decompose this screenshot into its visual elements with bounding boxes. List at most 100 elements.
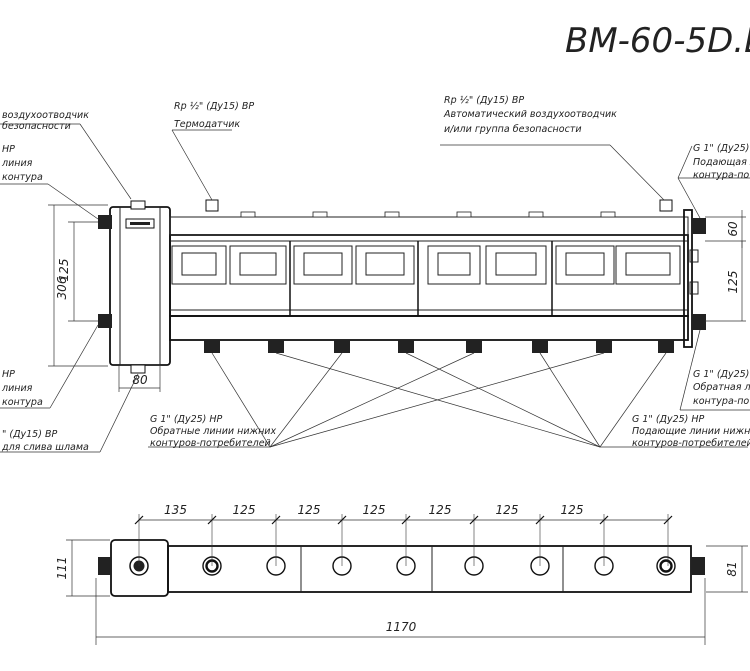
- dim-60: 60: [726, 221, 740, 237]
- dim-125-left: 125: [57, 259, 71, 282]
- top-bump: [240, 211, 256, 218]
- separator-body: [109, 206, 171, 366]
- nozzle-leader: [599, 352, 667, 448]
- dim-tick: [337, 515, 347, 525]
- dim-tick: [469, 515, 479, 525]
- label-right-lower-1: G 1" (Ду25): [693, 369, 749, 380]
- dim-tick: [599, 515, 609, 525]
- beam-window: [171, 245, 227, 285]
- label-airvent-safety-1: воздухоотводчик: [2, 110, 89, 121]
- plan-port-fitting: [659, 559, 673, 573]
- annotations: воздухоотводчик безопасности НР линия ко…: [0, 95, 750, 453]
- separator-logo: [130, 222, 150, 225]
- right-lower-port: [692, 314, 706, 330]
- label-thermo-2: Термодатчик: [174, 119, 240, 130]
- outlet-nozzle: [334, 340, 350, 353]
- dim-111: 111: [55, 557, 69, 580]
- nozzle-leaders: [211, 352, 667, 448]
- top-view: [98, 539, 705, 597]
- outlet-nozzle: [466, 340, 482, 353]
- label-supply-lower-3: контуров-потребителей: [632, 438, 750, 449]
- beam-window: [427, 245, 481, 285]
- label-right-upper-1: G 1" (Ду25) Н: [693, 143, 750, 154]
- top-bump: [312, 211, 328, 218]
- air-vent-port: [659, 199, 673, 212]
- outlet-nozzle: [596, 340, 612, 353]
- label-return-lower-1: G 1" (Ду25) НР: [150, 414, 223, 425]
- dim-spacing: 125: [298, 503, 321, 517]
- nozzle-leader: [269, 352, 605, 448]
- dim-81: 81: [725, 561, 739, 576]
- label-right-upper-2: Подающая ли: [693, 157, 750, 168]
- nozzle-leader: [211, 352, 271, 448]
- nozzle-leader: [405, 352, 601, 448]
- plan-right-stub: [691, 557, 705, 575]
- left-lower-port: [98, 314, 112, 328]
- separator-top-cap: [130, 200, 146, 210]
- dim-spacing: 125: [363, 503, 386, 517]
- top-bump: [384, 211, 400, 218]
- beam-window-inner: [437, 252, 471, 276]
- dim-tick: [663, 515, 673, 525]
- dim-spacing: 135: [164, 503, 187, 517]
- label-supply-lower-1: G 1" (Ду25) НР: [632, 414, 705, 425]
- dim-spacing: 125: [496, 503, 519, 517]
- label-supply-lower-2: Подающие линии нижних: [632, 426, 750, 437]
- dim-spacing: 125: [561, 503, 584, 517]
- nozzle-leader: [269, 352, 475, 448]
- beam-window-inner: [625, 252, 671, 276]
- label-airvent-safety-2: безопасности: [2, 121, 71, 132]
- outlet-nozzle: [532, 340, 548, 353]
- beam-window-inner: [565, 252, 605, 276]
- dim-80: 80: [132, 373, 148, 387]
- dim-tick: [535, 515, 545, 525]
- label-left-upper-3: контура: [2, 172, 43, 183]
- left-upper-port: [98, 215, 112, 229]
- dim-tick: [271, 515, 281, 525]
- label-drain-1: " (Ду15) ВР: [2, 429, 57, 440]
- label-return-lower-3: контуров-потребителей: [150, 438, 271, 449]
- dim-tick: [134, 515, 144, 525]
- label-left-upper-2: линия: [1, 158, 33, 169]
- label-right-lower-3: контура-по: [693, 396, 749, 407]
- beam-windows: [171, 241, 681, 316]
- front-view: [98, 199, 706, 374]
- separator-bottom-cap: [130, 364, 146, 374]
- beam-window-inner: [181, 252, 217, 276]
- front-dimensions: 306 125 80 60 125: [48, 204, 746, 392]
- drawing-title: BM-60-5D.EPH: [565, 21, 750, 61]
- beam-top-strip: [169, 216, 689, 236]
- manifold-lower-strip: [169, 315, 689, 341]
- right-side-fitting-a: [689, 249, 699, 263]
- label-left-lower-2: линия: [1, 383, 33, 394]
- dim-spacing: 125: [233, 503, 256, 517]
- label-left-upper-1: НР: [2, 144, 15, 155]
- plan-top-dimension-chain: 135 125 125 125 125 125 125: [134, 503, 673, 566]
- dim-tick: [401, 515, 411, 525]
- nozzle-leader: [539, 352, 601, 448]
- beam-window-inner: [303, 252, 343, 276]
- top-bump: [528, 211, 544, 218]
- top-bump: [600, 211, 616, 218]
- top-bumps: [240, 211, 616, 218]
- separator-inner: [119, 206, 161, 366]
- label-right-lower-2: Обратная ли: [693, 382, 750, 393]
- label-drain-2: для слива шлама: [1, 442, 89, 453]
- label-return-lower-2: Обратные линии нижних: [150, 426, 276, 437]
- nozzle-leader: [269, 352, 343, 448]
- bottom-nozzles: [204, 340, 674, 353]
- top-bump: [456, 211, 472, 218]
- label-left-lower-3: контура: [2, 397, 43, 408]
- label-airvent-2: Автоматический воздухоотводчик: [443, 109, 617, 120]
- outlet-nozzle: [658, 340, 674, 353]
- label-airvent-1: Rp ½" (Ду15) ВР: [444, 95, 524, 106]
- thermo-sensor-port: [205, 199, 219, 212]
- dim-125-right: 125: [726, 271, 740, 294]
- label-thermo-1: Rp ½" (Ду15) ВР: [174, 101, 254, 112]
- outlet-nozzle: [268, 340, 284, 353]
- dim-spacing: 125: [429, 503, 452, 517]
- label-airvent-3: и/или группа безопасности: [444, 124, 582, 135]
